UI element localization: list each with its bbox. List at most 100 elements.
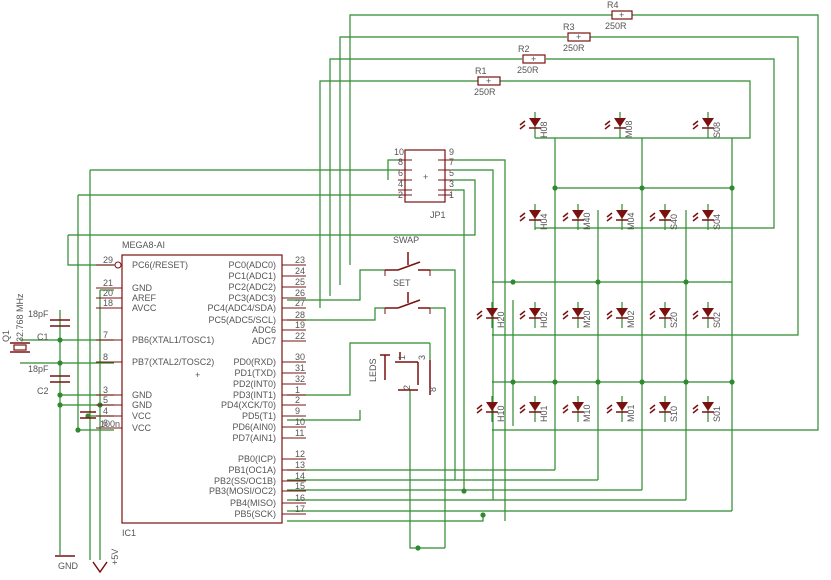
ic-right-pin-num: 24	[295, 266, 305, 276]
led-m02-icon: M02	[606, 302, 636, 328]
ic-right-pin-label: PD2(INT0)	[233, 379, 276, 389]
ic-right-pin-num: 12	[295, 449, 305, 459]
ic-left-pin-label: PC6(/RESET)	[132, 260, 188, 270]
svg-text:+: +	[576, 32, 581, 42]
swap-label: SWAP	[393, 235, 419, 245]
gnd-symbol: GND	[55, 555, 79, 571]
capacitor-100n: 100n	[80, 411, 120, 429]
ic-left-pin-label: AREF	[132, 293, 157, 303]
ic-right-pin-label: PD5(T1)	[242, 411, 276, 421]
capacitor-c2: 18pF C2	[28, 364, 70, 396]
ic-right-pin-label: PB0(ICP)	[238, 454, 276, 464]
led-s20-icon: S20	[649, 302, 679, 328]
ic-right-pin-label: PD7(AIN1)	[232, 433, 276, 443]
led-m40-icon: M40	[562, 204, 592, 230]
switch-set: SET	[384, 278, 431, 314]
ic-left-pin-label: PB6(XTAL1/TOSC1)	[132, 335, 214, 345]
resistor-r2: + R2 250R	[517, 44, 546, 75]
ic-right-pin-num: 22	[295, 331, 305, 341]
ic-left-pin-num: 6	[103, 418, 108, 428]
led-label: H04	[539, 213, 549, 230]
ic-left-pin-label: PB7(XTAL2/TOSC2)	[132, 357, 214, 367]
leds-label: LEDS	[368, 358, 378, 382]
resistor-r1: + R1 250R	[474, 66, 501, 97]
led-label: M40	[582, 212, 592, 230]
ic-right-pin-label: PD6(AIN0)	[232, 422, 276, 432]
svg-text:+: +	[531, 54, 536, 64]
jp1-pin-2: 2	[398, 190, 403, 200]
led-label: H02	[539, 311, 549, 328]
ic-left-pin-num: 18	[103, 298, 113, 308]
header-jp1: + 10 8 6 4 2 9 7 5 3 1 JP1	[394, 147, 454, 220]
jp1-pin-7: 7	[449, 157, 454, 167]
led-s40-icon: S40	[649, 204, 679, 230]
ic-right-pin-num: 15	[295, 481, 305, 491]
led-label: H20	[496, 311, 506, 328]
led-h20-icon: H20	[476, 302, 506, 328]
switch-leds: LEDS 1 2 3 8	[368, 352, 438, 395]
switch-swap: SWAP	[384, 235, 431, 276]
r1-value: 250R	[474, 87, 496, 97]
q1-ref: Q1	[1, 330, 11, 342]
resistor-r3: + R3 250R	[563, 22, 591, 53]
ic-left-pin-num: 8	[103, 352, 108, 362]
ic-left-pin-label: AVCC	[132, 303, 157, 313]
vcc-label: +5V	[110, 549, 120, 565]
ic-left-pin-num: 5	[103, 395, 108, 405]
ic-left-pin-num: 3	[103, 385, 108, 395]
c1-ref: C1	[37, 332, 49, 342]
q1-value: 32.768 MHz	[15, 293, 25, 342]
ic-right-pin-num: 25	[295, 277, 305, 287]
ic-center-mark: +	[195, 370, 200, 380]
ic-right-pin-label: PB1(OC1A)	[228, 465, 276, 475]
ic-right-pin-num: 1	[295, 385, 300, 395]
jp1-pin-9: 9	[449, 147, 454, 157]
led-h02-icon: H02	[519, 302, 549, 328]
led-label: H01	[539, 405, 549, 422]
capacitor-c1: 18pF C1	[28, 309, 70, 342]
crystal-q1: Q1 32.768 MHz	[1, 293, 30, 353]
ic-left-pin-label: VCC	[132, 423, 152, 433]
ic-right-pin-num: 16	[295, 493, 305, 503]
c2-ref: C2	[37, 386, 49, 396]
r1-ref: R1	[475, 66, 487, 76]
ic-right-pin-label: PD4(XCK/T0)	[221, 400, 276, 410]
r4-value: 250R	[605, 21, 627, 31]
ic-ref: IC1	[122, 528, 136, 538]
ic-right-pin-label: PB2(SS/OC1B)	[214, 476, 276, 486]
led-h10-icon: H10	[476, 396, 506, 422]
ic-right-pin-num: 10	[295, 417, 305, 427]
ic-left-pin-num: 21	[103, 278, 113, 288]
vcc-symbol: +5V	[92, 549, 120, 574]
jp1-pin-10: 10	[394, 147, 404, 157]
jp1-pin-5: 5	[449, 168, 454, 178]
jp1-pin-3: 3	[449, 179, 454, 189]
led-m08-icon: M08	[604, 112, 634, 138]
ic-right-pin-num: 26	[295, 288, 305, 298]
ic-left-pin-num: 4	[103, 406, 108, 416]
led-m01-icon: M01	[606, 396, 636, 422]
gnd-label: GND	[58, 561, 79, 571]
led-label: H10	[496, 405, 506, 422]
led-label: M02	[626, 310, 636, 328]
ic-right-pin-num: 27	[295, 298, 305, 308]
led-m20-icon: M20	[562, 302, 592, 328]
ic-left-pin-label: GND	[132, 390, 153, 400]
led-label: S10	[669, 406, 679, 422]
led-h01-icon: H01	[519, 396, 549, 422]
jp1-pin-4: 4	[398, 179, 403, 189]
ic-right-pin-label: PD1(TXD)	[234, 368, 276, 378]
ic-left-pin-label: GND	[132, 400, 153, 410]
ic-right-pin-label: PB4(MISO)	[230, 498, 276, 508]
svg-text:+: +	[486, 76, 491, 86]
ic-right-pin-label: PC3(ADC3)	[228, 293, 276, 303]
c2-value: 18pF	[28, 364, 49, 374]
ic-right-pin-num: 30	[295, 352, 305, 362]
ic-right-pin-num: 19	[295, 320, 305, 330]
ic-right-pin-label: PC0(ADC0)	[228, 260, 276, 270]
ic-left-pin-num: 7	[103, 330, 108, 340]
ic-right-pin-label: PC5(ADC5/SCL)	[208, 315, 276, 325]
led-s01-icon: S01	[692, 396, 722, 422]
